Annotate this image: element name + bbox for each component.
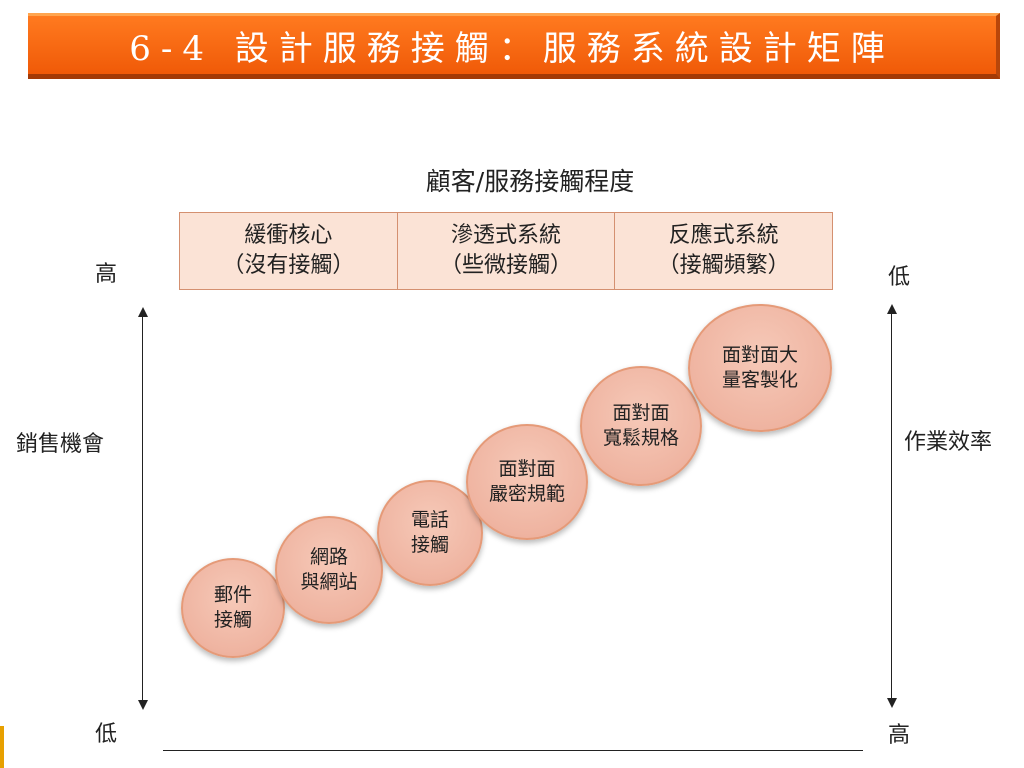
bubble-label: 郵件 — [213, 584, 252, 606]
bubble-label: 電話 — [410, 509, 449, 531]
header-cell-label: 反應式系統 — [668, 223, 779, 248]
bubble-label: 嚴密規範 — [488, 483, 565, 505]
header-cell-buffered-core: 緩衝核心 （沒有接觸） — [180, 213, 398, 289]
header-cell-label: 緩衝核心 — [244, 223, 333, 248]
left-axis-arrow-up — [138, 307, 148, 317]
left-axis-line — [142, 315, 143, 700]
right-axis-arrow-up — [887, 304, 897, 314]
bubble-label: 接觸 — [410, 534, 449, 556]
header-cell-sublabel: （沒有接觸） — [222, 253, 355, 278]
left-axis-arrow-down — [138, 700, 148, 710]
left-axis-top-label: 高 — [95, 262, 118, 287]
bubble-label: 面對面 — [498, 458, 556, 480]
bubble-label: 接觸 — [213, 609, 252, 631]
bubble-label: 面對面大 — [721, 344, 798, 366]
right-axis-line — [891, 312, 892, 698]
left-axis-label: 銷售機會 — [16, 432, 105, 457]
slide-edge-accent — [0, 726, 4, 768]
bubble-face-to-face-loose-specs: 面對面 寬鬆規格 — [580, 366, 702, 486]
bubble-label: 面對面 — [612, 402, 670, 424]
right-axis-label: 作業效率 — [904, 430, 993, 455]
bubble-internet-website: 網路 與網站 — [275, 516, 383, 624]
header-cell-label: 滲透式系統 — [451, 223, 562, 248]
right-axis-arrow-down — [887, 698, 897, 708]
bubble-label: 與網站 — [300, 571, 358, 593]
bubble-label: 量客製化 — [721, 369, 798, 391]
right-axis-bottom-label: 高 — [888, 723, 911, 748]
top-axis-title: 顧客/服務接觸程度 — [425, 167, 635, 196]
page-title: 6-4 設計服務接觸：服務系統設計矩陣 — [28, 13, 1000, 79]
header-cell-reactive-system: 反應式系統 （接觸頻繁） — [615, 213, 832, 289]
bubble-label: 寬鬆規格 — [602, 427, 679, 449]
right-axis-top-label: 低 — [888, 265, 911, 290]
bubble-mail-contact: 郵件 接觸 — [181, 558, 285, 658]
bottom-baseline — [163, 750, 863, 751]
contact-level-header: 緩衝核心 （沒有接觸） 滲透式系統 （些微接觸） 反應式系統 （接觸頻繁） — [179, 212, 833, 290]
header-cell-permeable-system: 滲透式系統 （些微接觸） — [398, 213, 616, 289]
header-cell-sublabel: （接觸頻繁） — [657, 253, 790, 278]
bubble-phone-contact: 電話 接觸 — [377, 480, 483, 586]
header-cell-sublabel: （些微接觸） — [440, 253, 573, 278]
bubble-face-to-face-tight-specs: 面對面 嚴密規範 — [466, 424, 588, 540]
left-axis-bottom-label: 低 — [95, 722, 118, 747]
bubble-face-to-face-mass-customization: 面對面大 量客製化 — [688, 304, 832, 432]
bubble-label: 網路 — [309, 546, 348, 568]
